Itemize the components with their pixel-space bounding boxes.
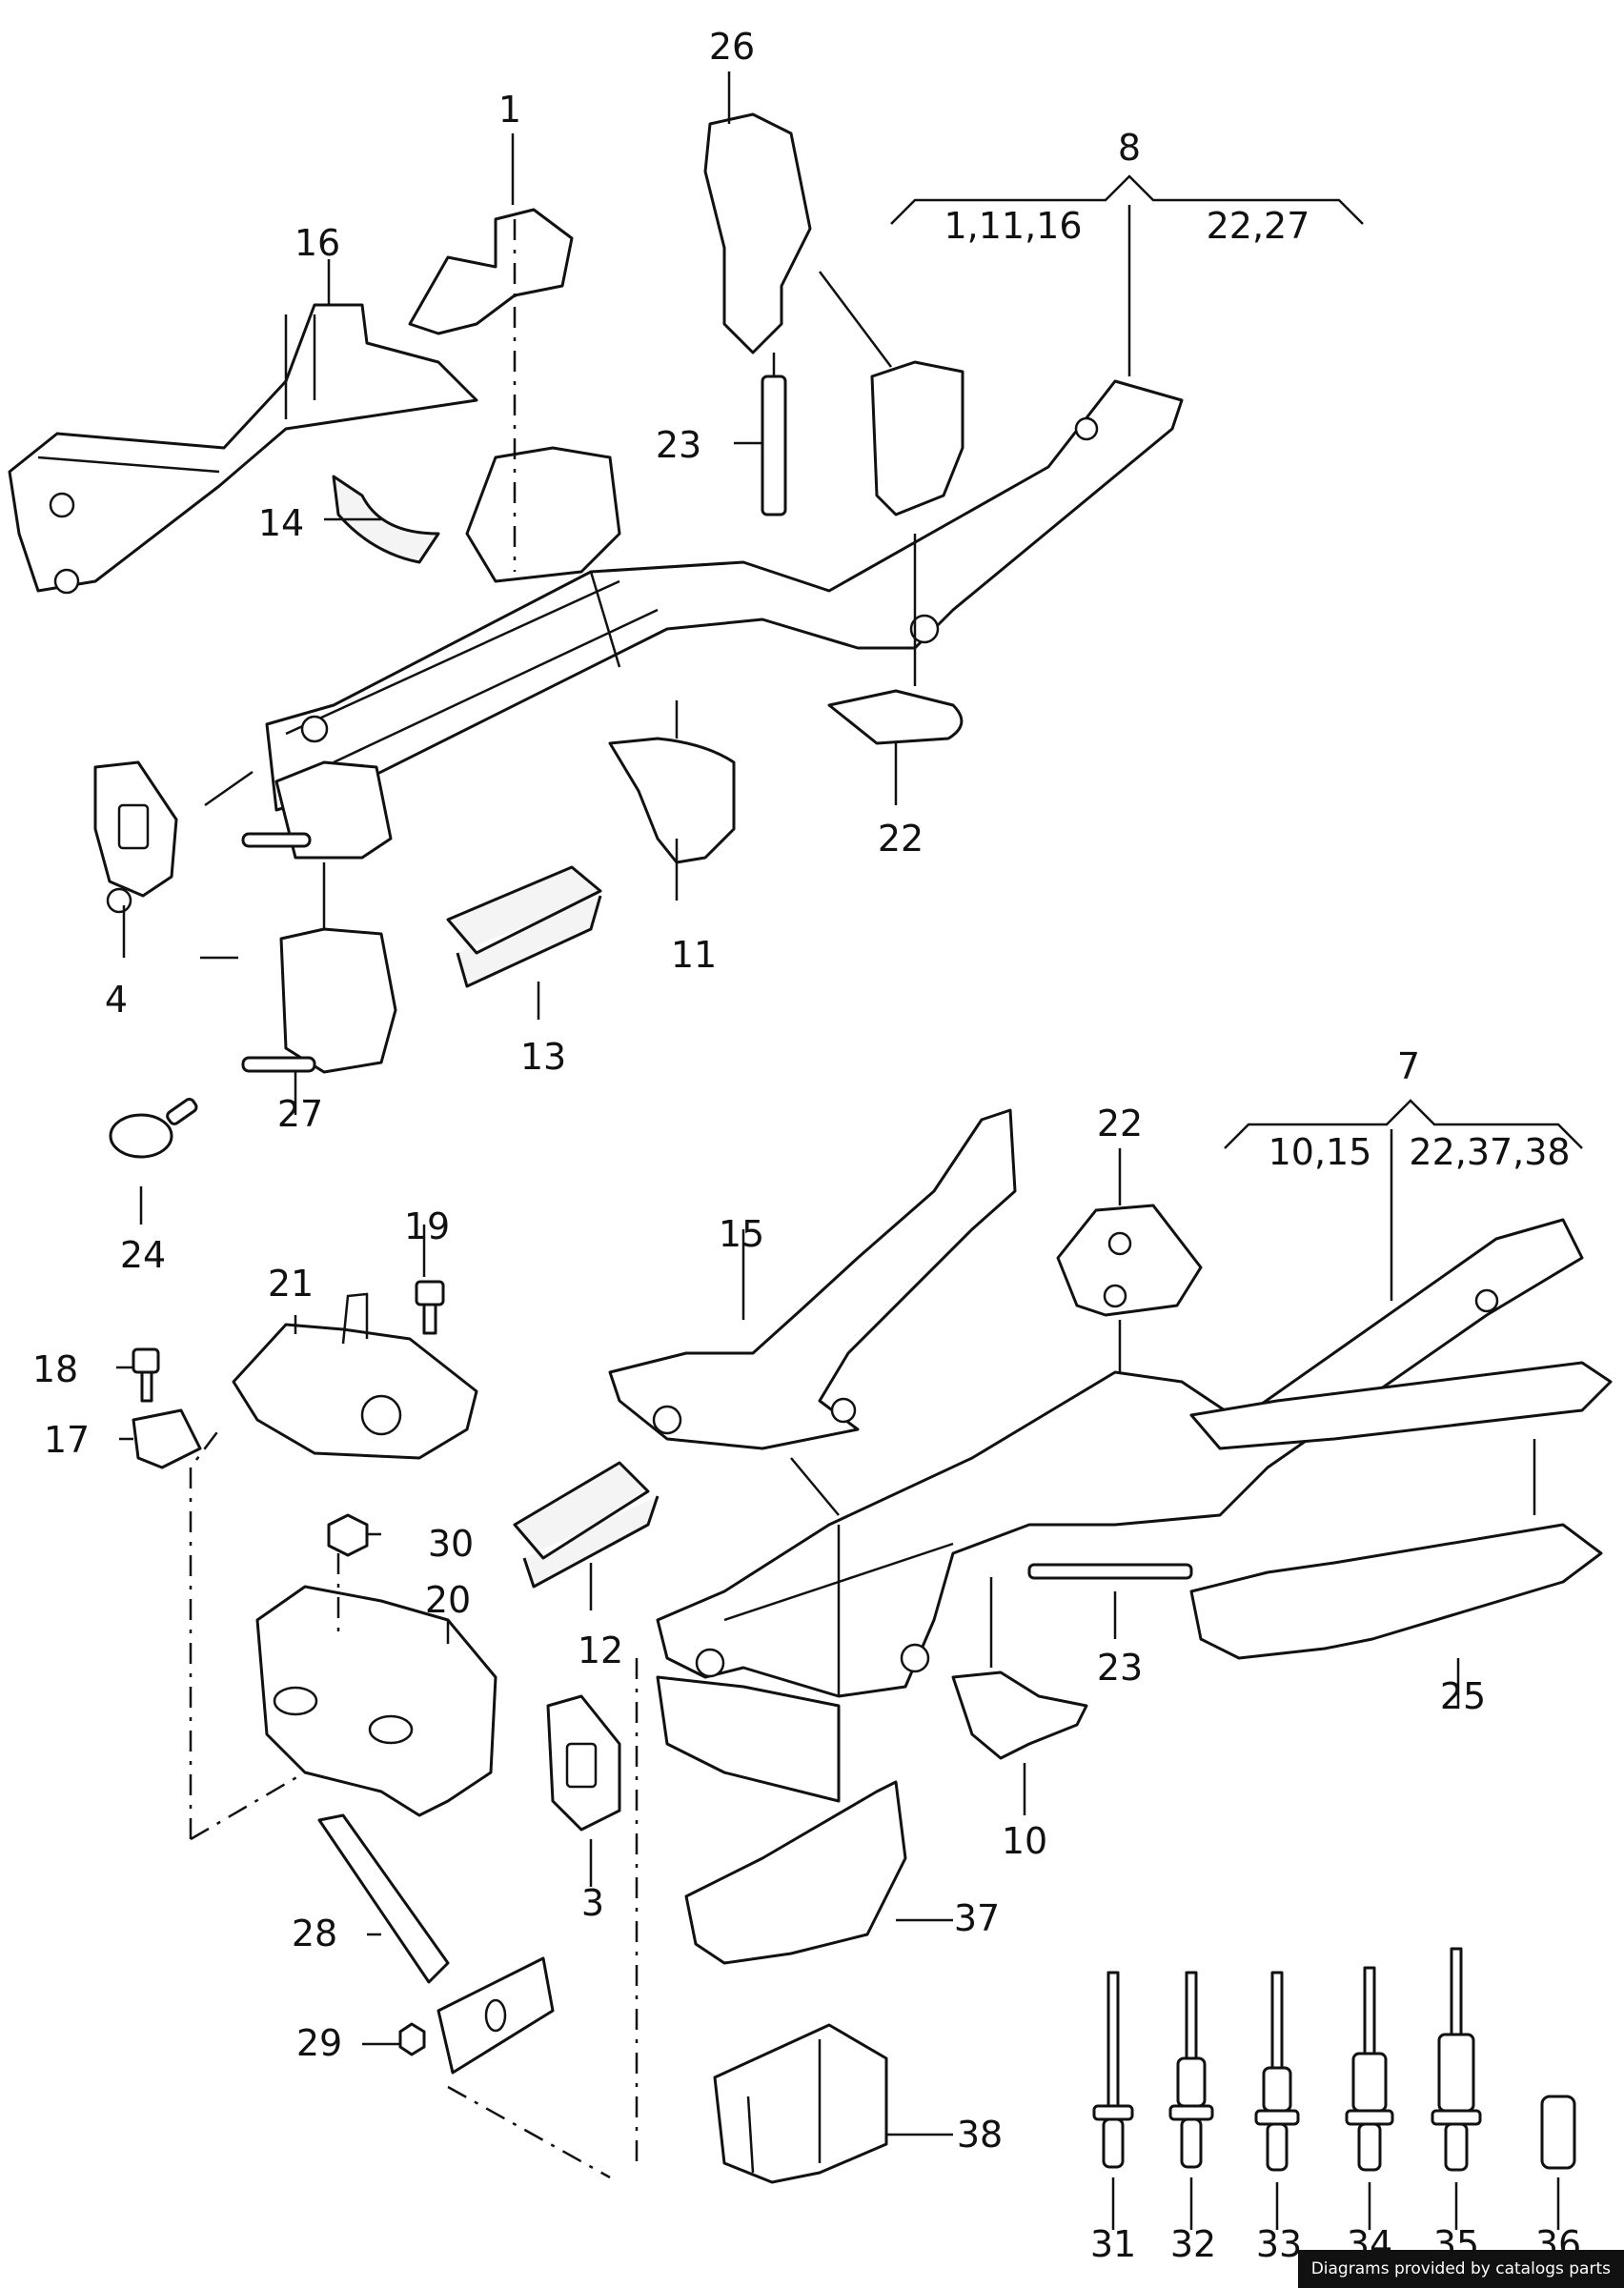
callout-10: 10 xyxy=(1002,1820,1047,1862)
part-23-bar xyxy=(1027,1563,1193,1580)
part-29-nut xyxy=(398,2022,426,2056)
main-frame-cross-member xyxy=(265,379,1184,812)
group-8-left-members: 1,11,16 xyxy=(944,205,1082,247)
part-34-rivet xyxy=(1345,1966,1394,2172)
lower-right-assembly xyxy=(513,1099,1613,2184)
part-10-bracket xyxy=(951,1670,1088,1760)
fastener-set xyxy=(1092,1947,1576,2230)
part-22-plate-bottom xyxy=(1056,1204,1203,1317)
callout-21: 21 xyxy=(268,1263,314,1305)
part-11-saddle xyxy=(608,737,736,864)
callout-4: 4 xyxy=(105,979,128,1021)
frame-upright-tower xyxy=(465,446,621,583)
callout-20: 20 xyxy=(425,1579,471,1621)
group-8-right-members: 22,27 xyxy=(1207,205,1310,247)
callout-16: 16 xyxy=(294,222,340,264)
callout-37: 37 xyxy=(954,1897,1000,1939)
callout-31: 31 xyxy=(1090,2223,1136,2265)
frame-upper-arm xyxy=(1189,1361,1613,1450)
group-8-number: 8 xyxy=(1118,127,1141,169)
callout-22-top: 22 xyxy=(878,818,924,860)
part-31-rivet xyxy=(1092,1971,1134,2169)
part-32-rivet xyxy=(1168,1971,1214,2169)
callout-38: 38 xyxy=(957,2114,1003,2156)
callout-15: 15 xyxy=(719,1213,764,1255)
callout-19: 19 xyxy=(404,1205,450,1247)
part-26-strut xyxy=(703,112,812,354)
part-23-bolt xyxy=(761,375,787,516)
callout-23-bottom: 23 xyxy=(1097,1647,1143,1689)
part-17-clip xyxy=(132,1408,202,1469)
part-21-housing xyxy=(232,1323,478,1460)
group-7-number: 7 xyxy=(1397,1045,1420,1087)
group-7-left-members: 10,15 xyxy=(1269,1131,1372,1173)
part-38-bracket xyxy=(713,2023,888,2184)
callout-24: 24 xyxy=(120,1234,166,1276)
part-33-rivet xyxy=(1254,1971,1300,2172)
part-15-bracket xyxy=(608,1108,1017,1450)
part-27-mount xyxy=(279,927,397,1074)
part-12-channel xyxy=(513,1461,660,1589)
callout-12: 12 xyxy=(578,1630,623,1671)
part-13-channel xyxy=(446,865,602,988)
part-1-bracket xyxy=(408,208,574,335)
callout-33: 33 xyxy=(1256,2223,1302,2265)
part-19-bolt xyxy=(415,1280,445,1306)
callout-18: 18 xyxy=(32,1348,78,1390)
frame-rear-strut xyxy=(870,360,964,516)
callout-11: 11 xyxy=(671,934,717,976)
part-20-carrier xyxy=(255,1585,497,1817)
callout-22-bottom: 22 xyxy=(1097,1103,1143,1144)
part-28-link xyxy=(317,1813,450,1984)
group-7-right-members: 22,37,38 xyxy=(1409,1131,1570,1173)
part-36-threaded-stud xyxy=(1540,2095,1576,2170)
callout-25: 25 xyxy=(1440,1675,1486,1717)
callout-30: 30 xyxy=(428,1523,474,1565)
part-30-nut xyxy=(327,1513,369,1557)
part-25-arm xyxy=(1189,1523,1603,1660)
callout-1: 1 xyxy=(498,89,521,131)
part-18-bolt xyxy=(132,1347,160,1374)
part-35-rivet xyxy=(1431,1947,1482,2172)
top-assembly xyxy=(8,71,1364,1225)
frame-outer-section xyxy=(656,1675,841,1803)
credit-badge: Diagrams provided by catalogs parts xyxy=(1297,2250,1624,2288)
callout-28: 28 xyxy=(292,1913,337,1954)
callout-27: 27 xyxy=(277,1093,323,1135)
part-14-curved-plate xyxy=(332,475,440,564)
part-37-plate xyxy=(684,1780,907,1965)
callout-17: 17 xyxy=(44,1419,90,1461)
callout-14: 14 xyxy=(258,502,304,544)
callout-23-top: 23 xyxy=(656,424,701,466)
callout-13: 13 xyxy=(520,1036,566,1078)
callout-26: 26 xyxy=(709,26,755,68)
lower-left-assembly xyxy=(116,1225,611,2179)
callout-32: 32 xyxy=(1170,2223,1216,2265)
callout-3: 3 xyxy=(581,1882,604,1924)
callout-29: 29 xyxy=(296,2022,342,2064)
part-24-eye-bolt xyxy=(109,1113,173,1159)
part-22-plate-top xyxy=(827,689,964,745)
